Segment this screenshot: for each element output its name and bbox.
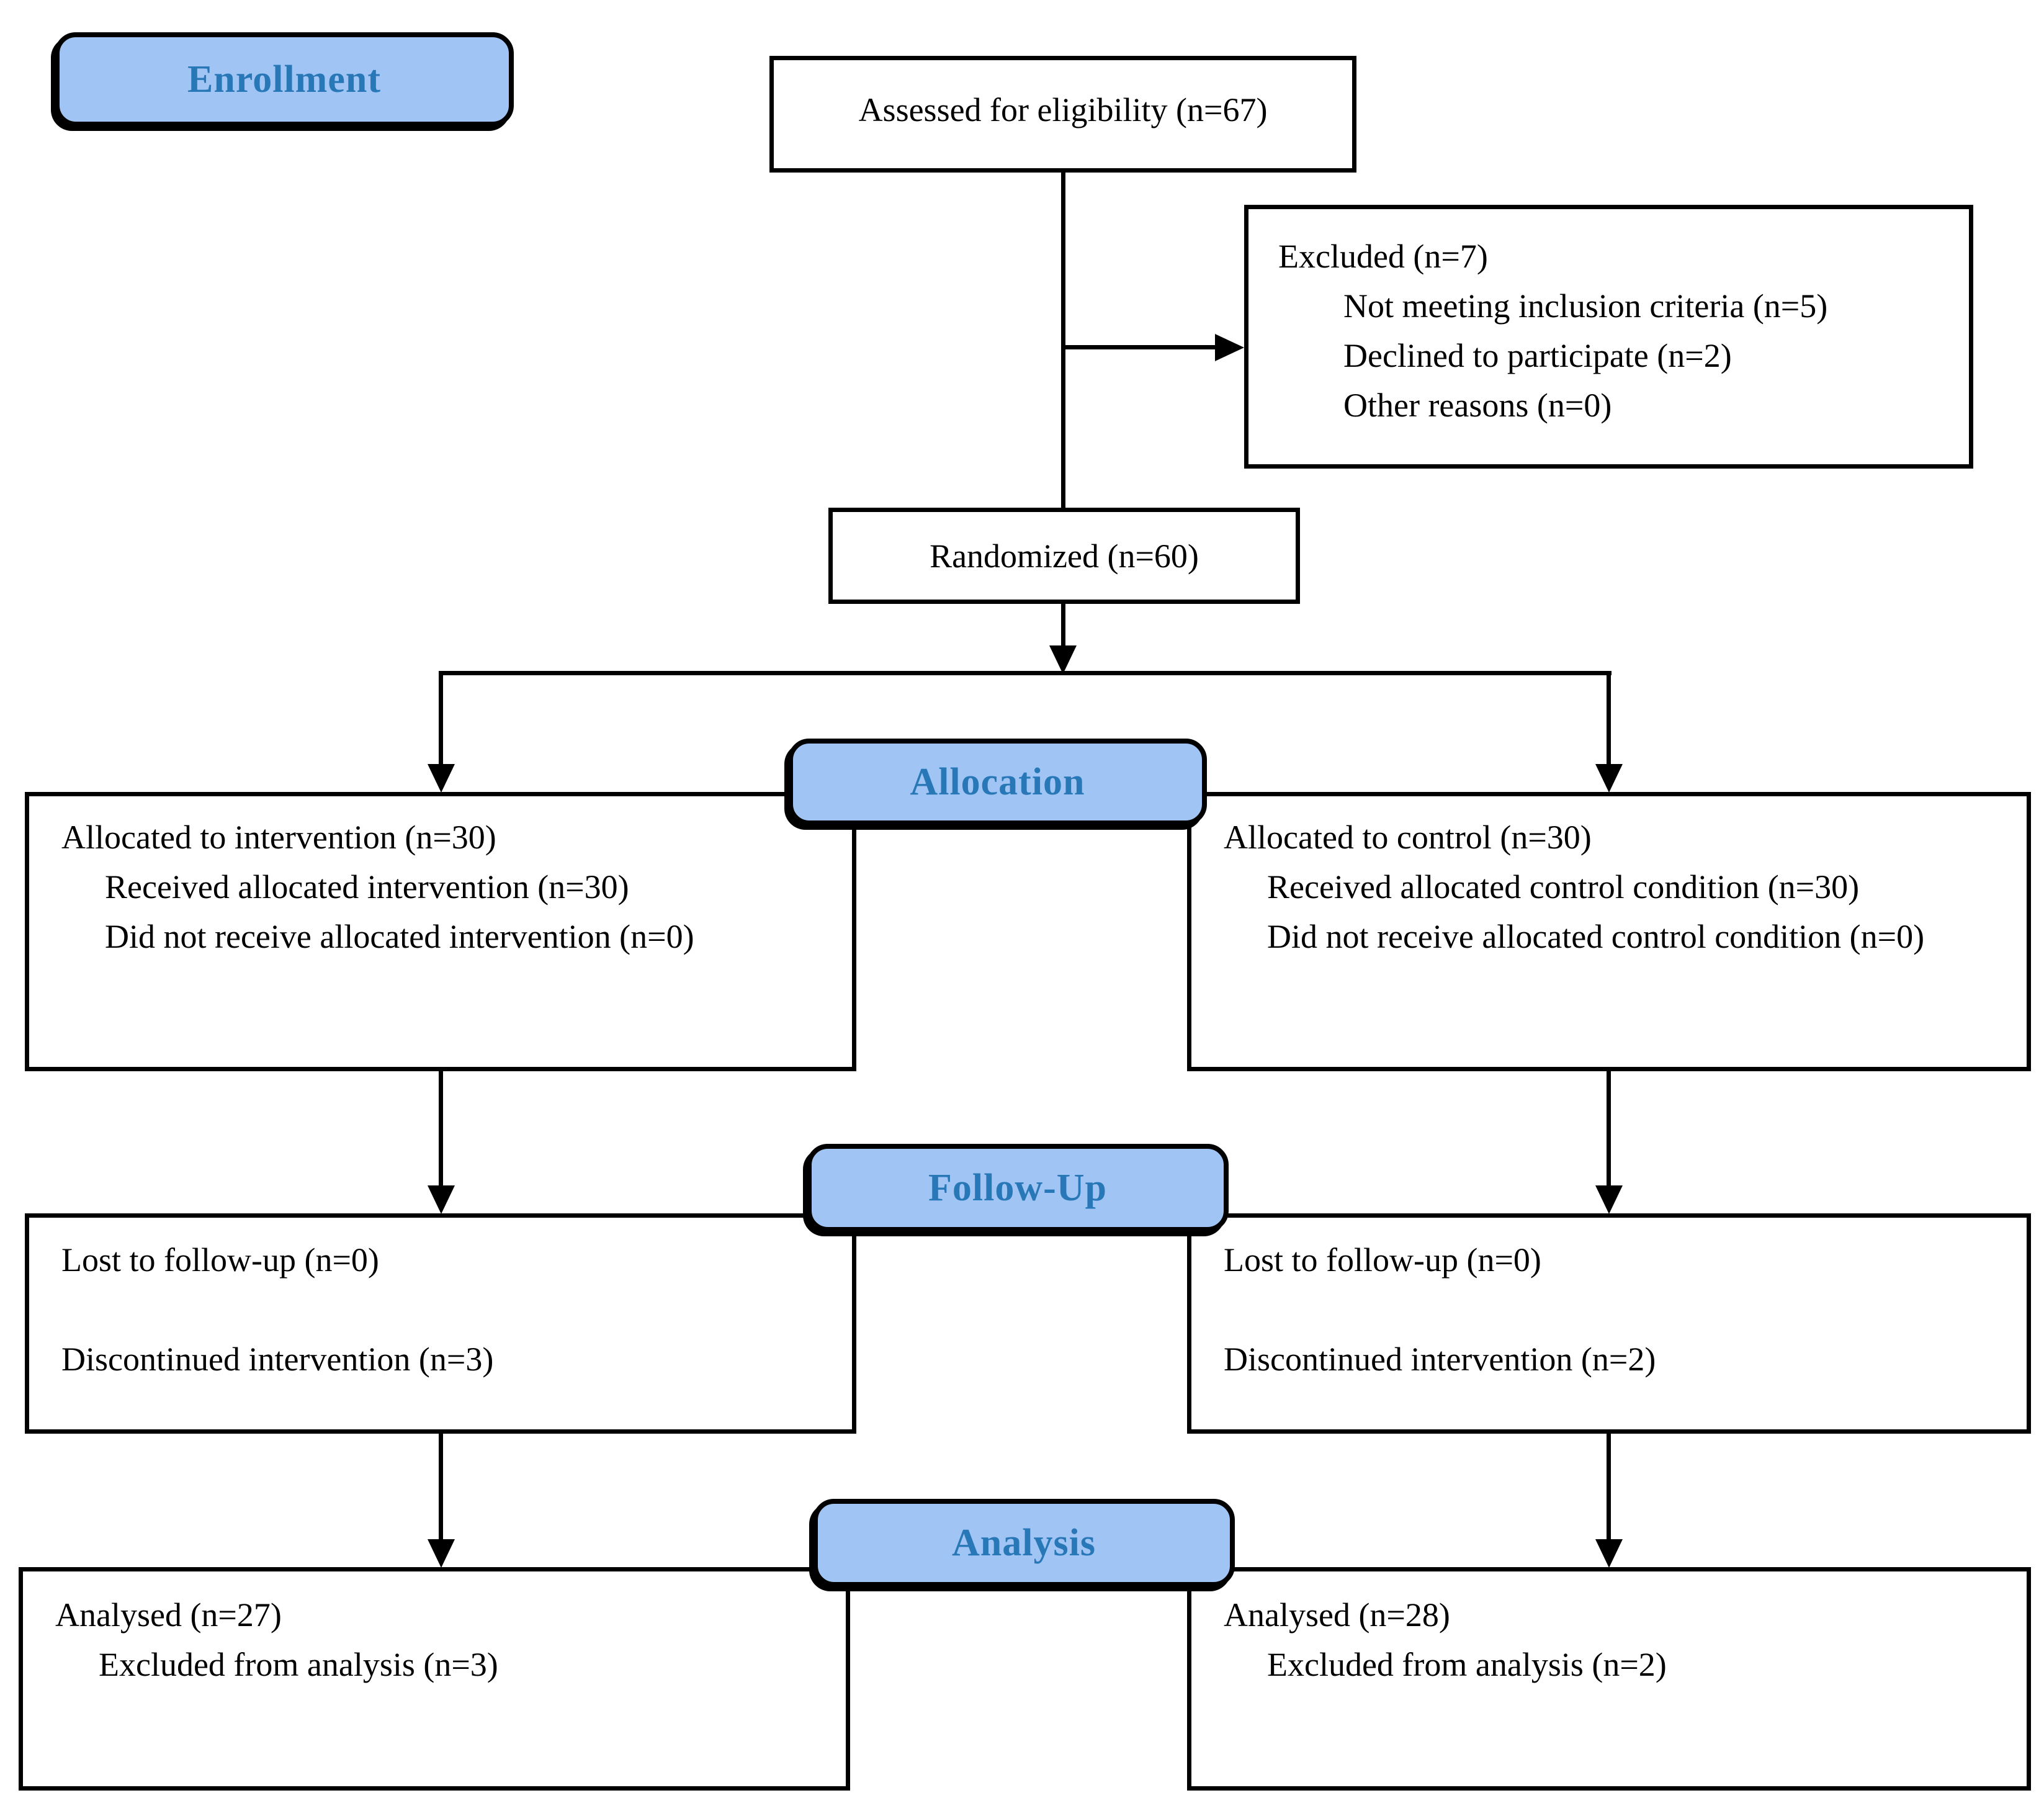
box-allocated-intervention: Allocated to intervention (n=30) Receive… <box>25 792 856 1071</box>
arrowhead-control-to-followup <box>1595 1185 1623 1214</box>
allocated-control-title: Allocated to control (n=30) <box>1224 819 1592 856</box>
arrowhead-branch-to-control <box>1595 764 1623 793</box>
stage-label-follow-up: Follow-Up <box>807 1144 1229 1232</box>
allocated-intervention-item: Did not receive allocated intervention (… <box>105 918 694 955</box>
arrowhead-followup-to-analysis-left <box>428 1539 455 1568</box>
box-followup-control: Lost to follow-up (n=0) Discontinued int… <box>1187 1213 2031 1434</box>
analysis-intervention-title: Analysed (n=27) <box>55 1596 282 1634</box>
allocated-control-item: Received allocated control condition (n=… <box>1267 868 1860 906</box>
box-allocated-control: Allocated to control (n=30) Received all… <box>1187 792 2031 1071</box>
excluded-item: Declined to participate (n=2) <box>1343 337 1732 374</box>
line-followup-to-analysis-right <box>1607 1432 1611 1540</box>
box-randomized-text: Randomized (n=60) <box>930 537 1199 575</box>
analysis-control-title: Analysed (n=28) <box>1224 1596 1450 1634</box>
line-control-to-followup <box>1607 1069 1611 1187</box>
excluded-title: Excluded (n=7) <box>1278 238 1488 275</box>
stage-label-analysis: Analysis <box>813 1499 1235 1587</box>
arrowhead-branch-to-intervention <box>428 764 455 793</box>
box-randomized: Randomized (n=60) <box>828 508 1300 604</box>
box-followup-intervention: Lost to follow-up (n=0) Discontinued int… <box>25 1213 856 1434</box>
allocated-intervention-title: Allocated to intervention (n=30) <box>61 819 496 856</box>
box-excluded: Excluded (n=7) Not meeting inclusion cri… <box>1244 205 1973 469</box>
stage-label-enrollment-text: Enrollment <box>187 58 381 101</box>
line-intervention-to-followup <box>439 1069 443 1187</box>
stage-label-allocation-text: Allocation <box>910 760 1085 803</box>
followup-intervention-line2: Discontinued intervention (n=3) <box>61 1341 494 1378</box>
followup-intervention-line1: Lost to follow-up (n=0) <box>61 1241 379 1279</box>
line-branch-to-intervention <box>439 671 443 765</box>
arrowhead-intervention-to-followup <box>428 1185 455 1214</box>
stage-label-allocation: Allocation <box>788 739 1207 825</box>
box-analysis-intervention: Analysed (n=27) Excluded from analysis (… <box>19 1567 850 1791</box>
line-branch <box>439 671 1611 675</box>
line-followup-to-analysis-left <box>439 1432 443 1540</box>
followup-control-line2: Discontinued intervention (n=2) <box>1224 1341 1656 1378</box>
analysis-intervention-item: Excluded from analysis (n=3) <box>99 1646 498 1683</box>
arrowhead-followup-to-analysis-right <box>1595 1539 1623 1568</box>
line-assessed-to-randomized <box>1061 173 1065 508</box>
line-to-excluded <box>1063 345 1218 349</box>
allocated-intervention-item: Received allocated intervention (n=30) <box>105 868 629 906</box>
excluded-item: Not meeting inclusion criteria (n=5) <box>1343 287 1828 325</box>
analysis-control-item: Excluded from analysis (n=2) <box>1267 1646 1667 1683</box>
excluded-item: Other reasons (n=0) <box>1343 387 1612 424</box>
arrowhead-randomized-to-branch <box>1049 645 1077 674</box>
followup-control-line1: Lost to follow-up (n=0) <box>1224 1241 1541 1279</box>
stage-label-enrollment: Enrollment <box>55 32 514 127</box>
arrowhead-to-excluded <box>1215 334 1244 361</box>
box-assessed-text: Assessed for eligibility (n=67) <box>858 91 1268 128</box>
line-randomized-to-branch <box>1061 604 1065 647</box>
allocated-control-item: Did not receive allocated control condit… <box>1267 918 1925 955</box>
line-branch-to-control <box>1607 671 1611 765</box>
stage-label-analysis-text: Analysis <box>952 1521 1096 1564</box>
box-assessed: Assessed for eligibility (n=67) <box>769 56 1356 173</box>
box-analysis-control: Analysed (n=28) Excluded from analysis (… <box>1187 1567 2031 1791</box>
stage-label-follow-up-text: Follow-Up <box>928 1166 1107 1209</box>
